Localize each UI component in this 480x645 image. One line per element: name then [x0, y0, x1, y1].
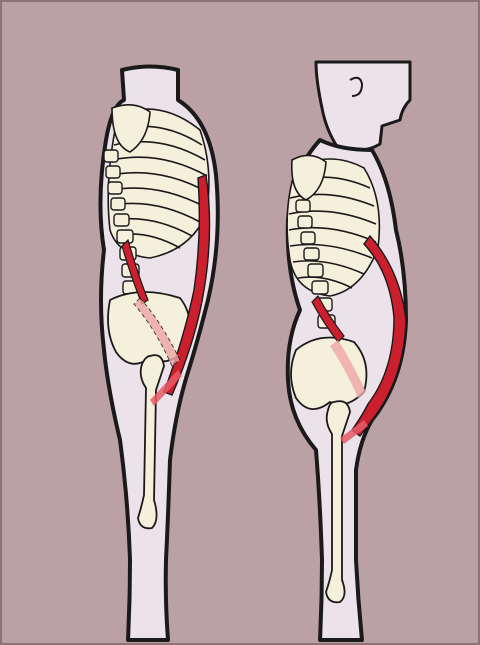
- illustration-canvas: [0, 0, 480, 645]
- anatomy-illustration: [0, 0, 480, 645]
